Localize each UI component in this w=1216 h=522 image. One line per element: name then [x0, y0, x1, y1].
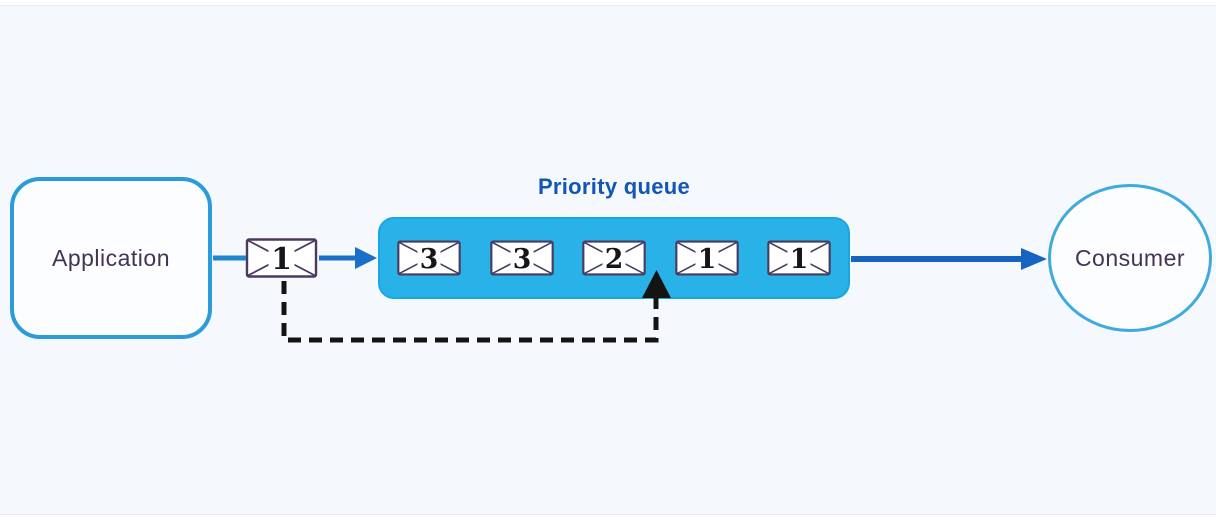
priority-queue-title: Priority queue [537, 174, 691, 199]
consumer-label: Consumer [1074, 244, 1186, 271]
message-priority-number: 1 [790, 244, 809, 275]
envelope-number-plate [509, 243, 534, 273]
envelope-number-plate [602, 243, 626, 273]
envelope-icon: 1 [674, 240, 739, 276]
message-priority-number: 3 [420, 244, 439, 275]
message-priority-number: 1 [271, 242, 292, 277]
envelope-number-plate [694, 243, 719, 273]
priority-queue-node: 3 3 2 1 1 [378, 217, 850, 299]
envelope-number-plate [417, 243, 441, 273]
application-label: Application [51, 244, 171, 271]
message-priority-number: 3 [512, 244, 531, 275]
application-node: Application [10, 177, 212, 339]
message-priority-number: 2 [605, 244, 624, 275]
envelope-icon: 2 [582, 240, 646, 276]
envelope-number-plate [787, 243, 811, 273]
envelope-icon: 3 [397, 240, 461, 276]
envelope-icon: 1 [245, 238, 318, 278]
envelope-icon: 3 [489, 240, 554, 276]
envelope-icon: 1 [767, 240, 831, 276]
envelope-number-plate [268, 242, 295, 274]
message-priority-number: 1 [697, 244, 716, 275]
consumer-node: Consumer [1048, 184, 1212, 332]
